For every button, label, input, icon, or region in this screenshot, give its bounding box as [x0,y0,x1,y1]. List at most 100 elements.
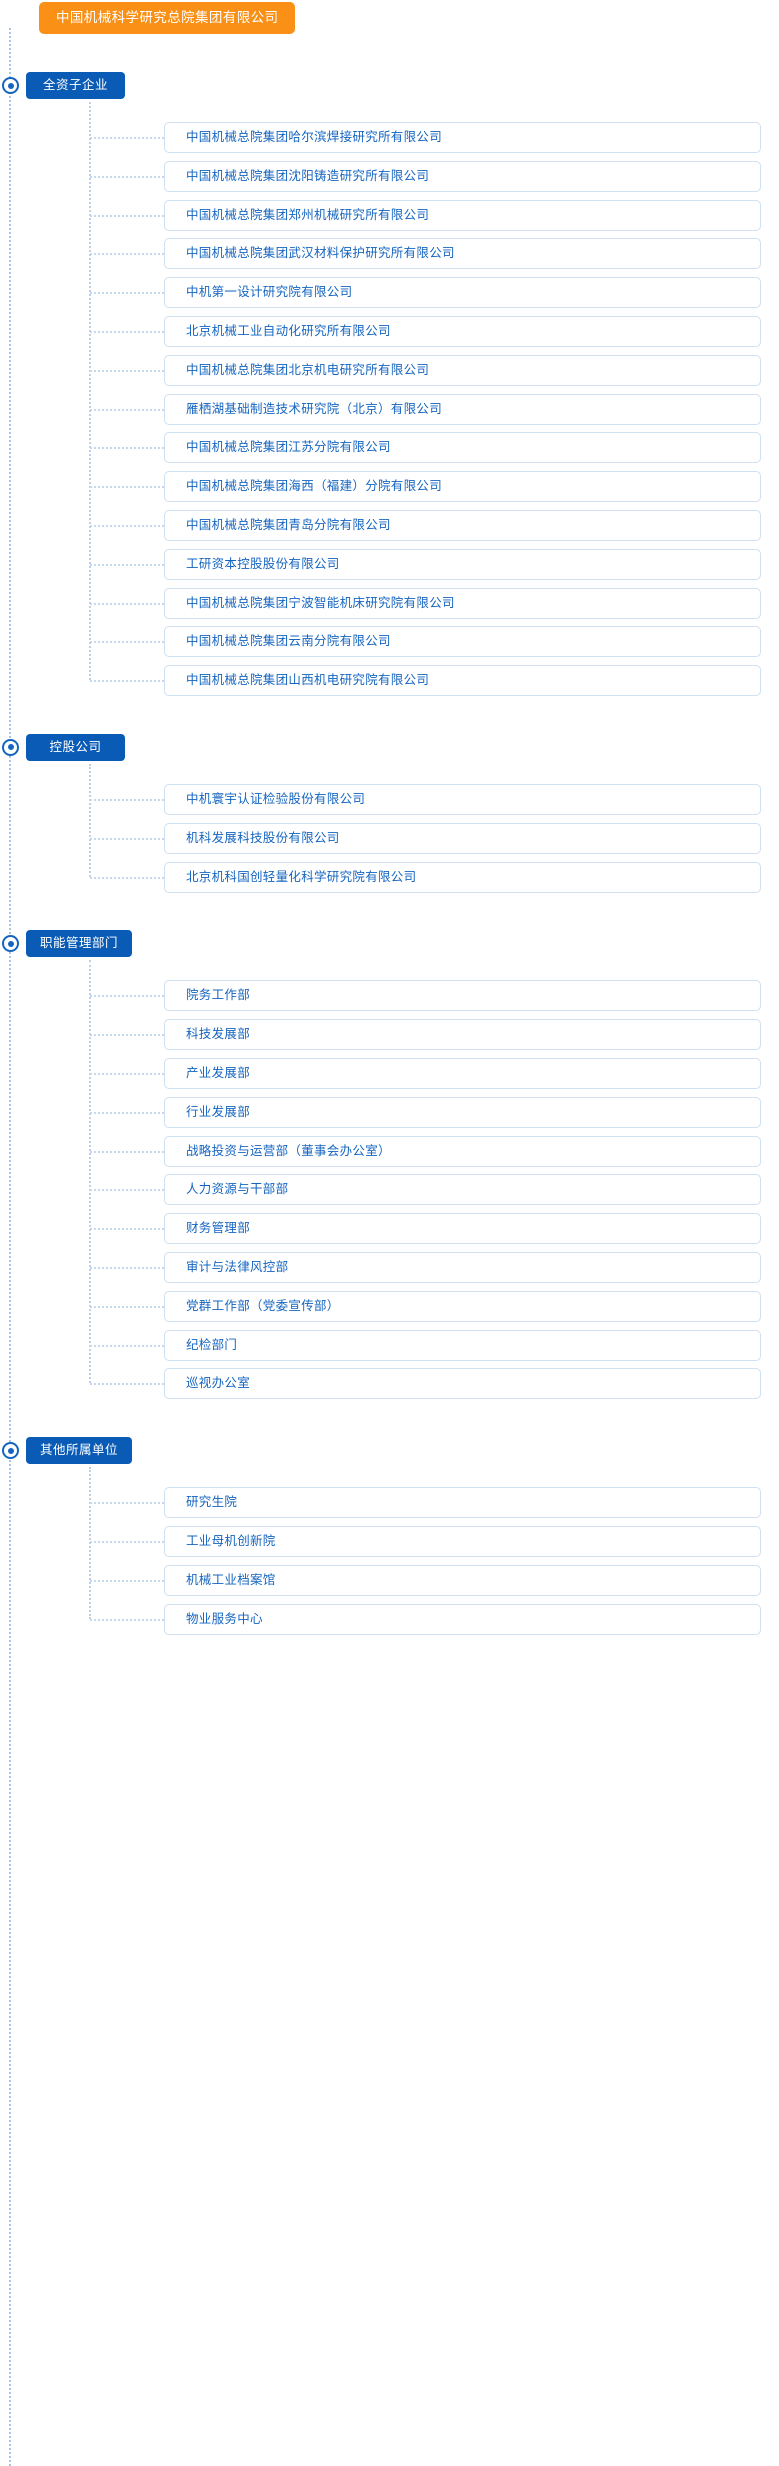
org-unit-item[interactable]: 中国机械总院集团郑州机械研究所有限公司 [164,199,761,231]
section-spacer [0,1638,779,1644]
org-unit-item[interactable]: 中国机械总院集团海西（福建）分院有限公司 [164,471,761,503]
section-spacer [0,772,779,780]
org-unit-item[interactable]: 中国机械总院集团武汉材料保护研究所有限公司 [164,238,761,270]
org-unit-item[interactable]: 人力资源与干部部 [164,1174,761,1206]
section-header: 全资子企业 [0,66,779,110]
org-leaf-row: 中国机械总院集团郑州机械研究所有限公司 [0,196,779,235]
branch-spine-line [89,763,91,877]
root-node-row: 中国机械科学研究总院集团有限公司 [0,0,779,44]
leaf-connector-line [90,1150,164,1153]
leaf-connector-line [90,486,164,489]
org-unit-item[interactable]: 机械工业档案馆 [164,1564,761,1596]
org-leaf-row: 中国机械总院集团哈尔滨焊接研究所有限公司 [0,118,779,157]
org-leaf-row: 雁栖湖基础制造技术研究院（北京）有限公司 [0,390,779,429]
org-leaf-row: 人力资源与干部部 [0,1170,779,1209]
section-spacer [0,700,779,706]
leaf-connector-line [90,1618,164,1621]
org-unit-item[interactable]: 院务工作部 [164,980,761,1012]
org-leaf-row: 机械工业档案馆 [0,1561,779,1600]
section-title-1[interactable]: 控股公司 [26,733,125,761]
leaf-connector-line [90,175,164,178]
leaf-connector-line [90,1383,164,1386]
org-leaf-row: 工业母机创新院 [0,1522,779,1561]
org-section: 职能管理部门院务工作部科技发展部产业发展部行业发展部战略投资与运营部（董事会办公… [0,924,779,1409]
org-leaf-row: 行业发展部 [0,1093,779,1132]
org-leaf-row: 中国机械总院集团海西（福建）分院有限公司 [0,467,779,506]
org-unit-item[interactable]: 中机寰宇认证检验股份有限公司 [164,783,761,815]
org-leaf-row: 财务管理部 [0,1209,779,1248]
leaf-connector-line [90,1228,164,1231]
node-marker-icon [2,77,19,94]
section-spacer [0,968,779,976]
org-section: 全资子企业中国机械总院集团哈尔滨焊接研究所有限公司中国机械总院集团沈阳铸造研究所… [0,66,779,706]
org-unit-item[interactable]: 科技发展部 [164,1019,761,1051]
leaf-connector-line [90,1189,164,1192]
org-leaf-row: 中国机械总院集团江苏分院有限公司 [0,428,779,467]
org-unit-item[interactable]: 中国机械总院集团江苏分院有限公司 [164,432,761,464]
section-body: 院务工作部科技发展部产业发展部行业发展部战略投资与运营部（董事会办公室） 人力资源… [0,960,779,1409]
org-unit-item[interactable]: 中国机械总院集团北京机电研究所有限公司 [164,354,761,386]
org-leaf-row: 院务工作部 [0,976,779,1015]
org-unit-item[interactable]: 中国机械总院集团宁波智能机床研究院有限公司 [164,587,761,619]
org-unit-item[interactable]: 中国机械总院集团青岛分院有限公司 [164,509,761,541]
section-title-3[interactable]: 其他所属单位 [26,1437,133,1465]
org-leaf-row: 产业发展部 [0,1054,779,1093]
section-body: 中机寰宇认证检验股份有限公司机科发展科技股份有限公司北京机科国创轻量化科学研究院… [0,763,779,902]
org-leaf-row: 机科发展科技股份有限公司 [0,819,779,858]
org-leaf-row: 科技发展部 [0,1015,779,1054]
leaf-connector-line [90,369,164,372]
org-sections-container: 全资子企业中国机械总院集团哈尔滨焊接研究所有限公司中国机械总院集团沈阳铸造研究所… [0,66,779,1644]
org-unit-item[interactable]: 雁栖湖基础制造技术研究院（北京）有限公司 [164,393,761,425]
org-leaf-row: 中机寰宇认证检验股份有限公司 [0,780,779,819]
section-title-2[interactable]: 职能管理部门 [26,930,133,958]
branch-spine-line [89,102,91,681]
org-unit-item[interactable]: 中国机械总院集团山西机电研究院有限公司 [164,665,761,697]
org-unit-item[interactable]: 巡视办公室 [164,1368,761,1400]
org-unit-item[interactable]: 中国机械总院集团哈尔滨焊接研究所有限公司 [164,122,761,153]
leaf-connector-line [90,1305,164,1308]
root-node-company[interactable]: 中国机械科学研究总院集团有限公司 [39,2,296,34]
org-leaf-row: 中国机械总院集团北京机电研究所有限公司 [0,351,779,390]
leaf-connector-line [90,602,164,605]
org-unit-item[interactable]: 行业发展部 [164,1096,761,1128]
leaf-connector-line [90,798,164,801]
org-unit-item[interactable]: 机科发展科技股份有限公司 [164,822,761,854]
org-unit-item[interactable]: 物业服务中心 [164,1603,761,1635]
org-unit-item[interactable]: 纪检部门 [164,1329,761,1361]
leaf-connector-line [90,253,164,256]
org-unit-item[interactable]: 中国机械总院集团沈阳铸造研究所有限公司 [164,160,761,192]
section-body: 研究生院工业母机创新院机械工业档案馆物业服务中心 [0,1467,779,1644]
leaf-connector-line [90,876,164,879]
leaf-connector-line [90,563,164,566]
org-unit-item[interactable]: 产业发展部 [164,1057,761,1089]
org-leaf-row: 中国机械总院集团宁波智能机床研究院有限公司 [0,584,779,623]
org-leaf-row: 党群工作部（党委宣传部） [0,1287,779,1326]
org-unit-item[interactable]: 工研资本控股股份有限公司 [164,548,761,580]
org-leaf-row: 中国机械总院集团山西机电研究院有限公司 [0,661,779,700]
org-unit-item[interactable]: 党群工作部（党委宣传部） [164,1290,761,1322]
node-marker-icon [2,1442,19,1460]
node-marker-icon [2,738,19,756]
org-unit-item[interactable]: 北京机械工业自动化研究所有限公司 [164,315,761,347]
org-unit-item[interactable]: 中国机械总院集团云南分院有限公司 [164,626,761,658]
leaf-connector-line [90,292,164,295]
org-unit-item[interactable]: 财务管理部 [164,1213,761,1245]
leaf-connector-line [90,214,164,217]
org-unit-item[interactable]: 审计与法律风控部 [164,1251,761,1283]
section-title-0[interactable]: 全资子企业 [26,72,125,99]
leaf-connector-line [90,1579,164,1582]
org-unit-item[interactable]: 工业母机创新院 [164,1525,761,1557]
org-unit-item[interactable]: 研究生院 [164,1487,761,1519]
org-leaf-row: 中国机械总院集团云南分院有限公司 [0,622,779,661]
section-spacer [0,1475,779,1483]
leaf-connector-line [90,641,164,644]
org-unit-item[interactable]: 战略投资与运营部（董事会办公室） [164,1135,761,1167]
org-leaf-row: 中国机械总院集团武汉材料保护研究所有限公司 [0,234,779,273]
main-trunk-line [9,28,11,2466]
org-leaf-row: 战略投资与运营部（董事会办公室） [0,1132,779,1171]
leaf-connector-line [90,524,164,527]
org-unit-item[interactable]: 北京机科国创轻量化科学研究院有限公司 [164,861,761,893]
leaf-connector-line [90,837,164,840]
org-unit-item[interactable]: 中机第一设计研究院有限公司 [164,277,761,309]
leaf-connector-line [90,1034,164,1037]
